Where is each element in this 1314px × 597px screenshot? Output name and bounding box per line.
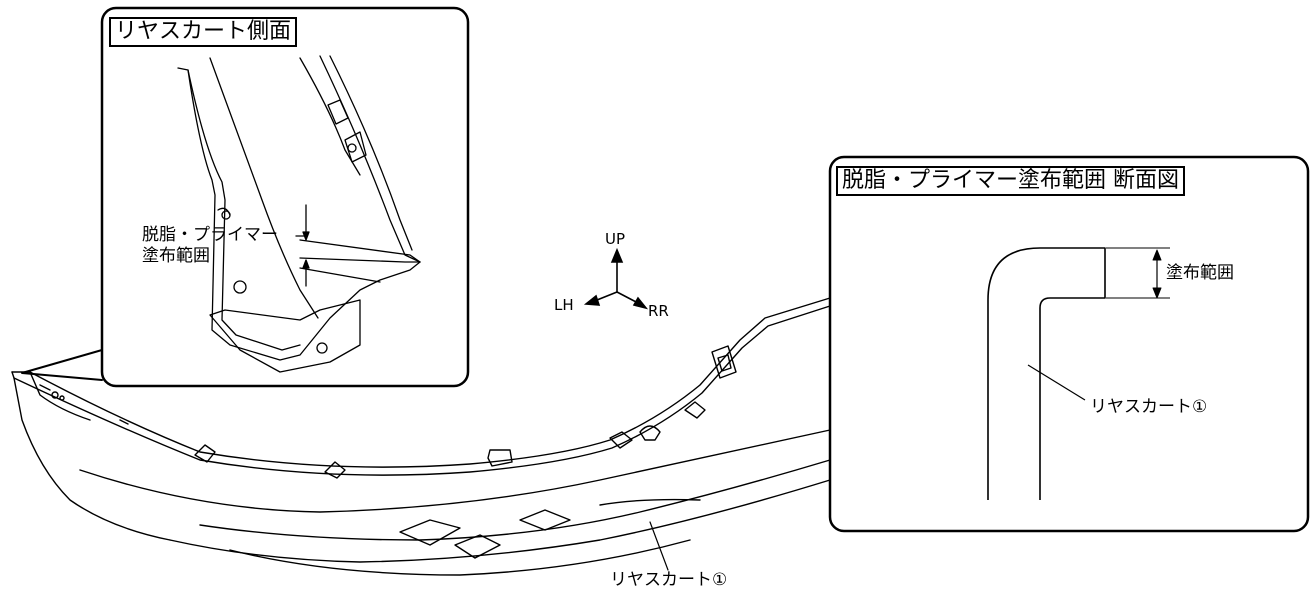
- main-part-label: リヤスカート①: [610, 570, 728, 590]
- detail-right-range-label: 塗布範囲: [1166, 263, 1234, 283]
- detail-left-callout-line1: 脱脂・プライマー: [142, 225, 278, 245]
- detail-right-part-label: リヤスカート①: [1090, 397, 1208, 417]
- detail-right-title: 脱脂・プライマー塗布範囲 断面図: [836, 166, 1185, 196]
- orientation-arrows: [583, 247, 649, 310]
- main-part-leader: [649, 521, 669, 571]
- orientation-up-label: UP: [605, 230, 626, 248]
- orientation-left-label: LH: [554, 296, 574, 314]
- detail-right-box: [828, 155, 1310, 533]
- orientation-rear-label: RR: [648, 302, 669, 320]
- detail-left-callout-line2: 塗布範囲: [142, 246, 210, 266]
- rear-skirt-drawing: [11, 297, 831, 576]
- detail-left-title: リヤスカート側面: [109, 17, 298, 47]
- detail-left-box: [100, 6, 470, 388]
- detail-left-pointer: [21, 349, 103, 381]
